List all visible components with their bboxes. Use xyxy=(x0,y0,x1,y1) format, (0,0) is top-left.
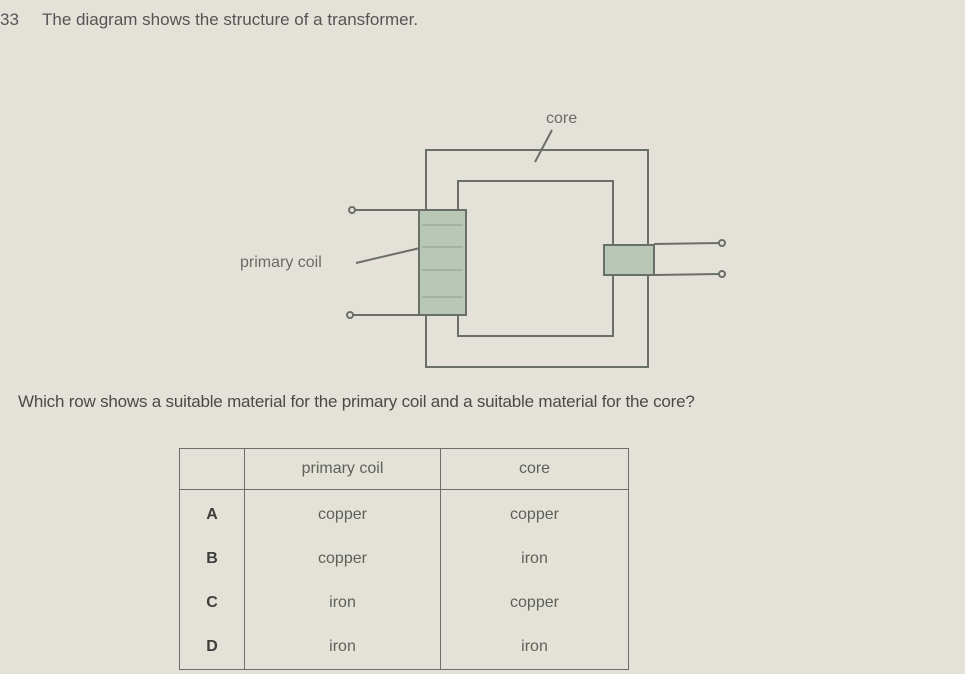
header-primary-coil: primary coil xyxy=(244,448,441,490)
primary-coil-cell: copper xyxy=(244,537,441,581)
table-row[interactable]: D iron iron xyxy=(179,625,629,670)
primary-coil-cell: iron xyxy=(244,581,441,625)
table-row[interactable]: C iron copper xyxy=(179,581,629,625)
primary-coil-cell: copper xyxy=(244,489,441,537)
option-key[interactable]: B xyxy=(179,537,245,581)
secondary-coil xyxy=(603,244,655,276)
question-number: 33 xyxy=(0,10,19,29)
core-cell: copper xyxy=(440,581,629,625)
core-cell: iron xyxy=(440,537,629,581)
table-row[interactable]: B copper iron xyxy=(179,537,629,581)
question-stem: The diagram shows the structure of a tra… xyxy=(42,10,419,29)
primary-coil xyxy=(418,209,467,316)
table-row[interactable]: A copper copper xyxy=(179,489,629,537)
core-label: core xyxy=(546,110,578,127)
header-core: core xyxy=(440,448,629,490)
table-header-row: primary coil core xyxy=(179,448,629,490)
question-prompt: Which row shows a suitable material for … xyxy=(18,392,695,411)
option-key[interactable]: A xyxy=(179,489,245,537)
option-key[interactable]: C xyxy=(179,581,245,625)
core-cell: iron xyxy=(440,625,629,670)
option-key[interactable]: D xyxy=(179,625,245,670)
transformer-diagram xyxy=(346,129,726,368)
answer-table: primary coil core A copper copper B copp… xyxy=(179,448,629,670)
core-inner xyxy=(457,180,614,337)
primary-coil-label: primary coil xyxy=(240,254,322,271)
core-cell: copper xyxy=(440,489,629,537)
header-key xyxy=(179,448,245,490)
primary-coil-cell: iron xyxy=(244,625,441,670)
